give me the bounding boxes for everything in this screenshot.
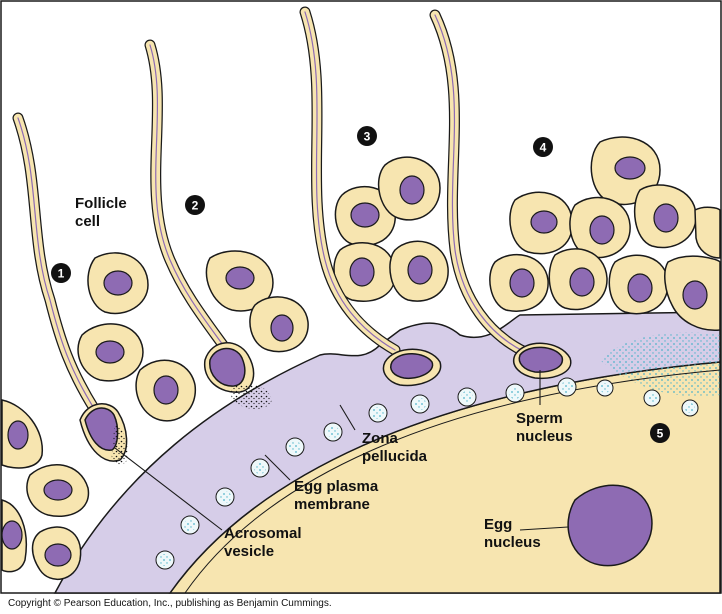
step-5-label: 5	[657, 427, 664, 441]
step-2-label: 2	[192, 199, 199, 213]
follicle-nuclei	[1, 156, 708, 567]
step-1-marker: 1	[51, 263, 71, 283]
step-3-label: 3	[364, 130, 371, 144]
label-follicle-cell: Follicle cell	[75, 195, 131, 230]
zona-speckle	[600, 332, 720, 397]
label-egg-plasma-membrane: Egg plasma membrane	[294, 478, 382, 513]
copyright-notice: Copyright © Pearson Education, Inc., pub…	[8, 598, 332, 609]
step-markers: 1 2 3 4 5	[51, 126, 670, 443]
label-zona-pellucida: Zona pellucida	[362, 430, 428, 465]
step-4-label: 4	[540, 141, 547, 155]
zona-pellucida-band	[53, 311, 721, 594]
label-egg-nucleus: Egg nucleus	[484, 516, 541, 551]
egg-nucleus	[567, 484, 653, 567]
sperm-tails	[12, 6, 531, 416]
step-3-marker: 3	[357, 126, 377, 146]
leader-lines	[114, 370, 569, 531]
label-acrosomal-vesicle: Acrosomal vesicle	[224, 525, 306, 560]
cortical-granules	[155, 377, 699, 570]
step-2-marker: 2	[185, 195, 205, 215]
sperm-heads	[79, 342, 572, 465]
label-sperm-nucleus: Sperm nucleus	[516, 410, 573, 445]
step-1-label: 1	[58, 267, 65, 281]
step-4-marker: 4	[533, 137, 553, 157]
step-5-marker: 5	[650, 423, 670, 443]
